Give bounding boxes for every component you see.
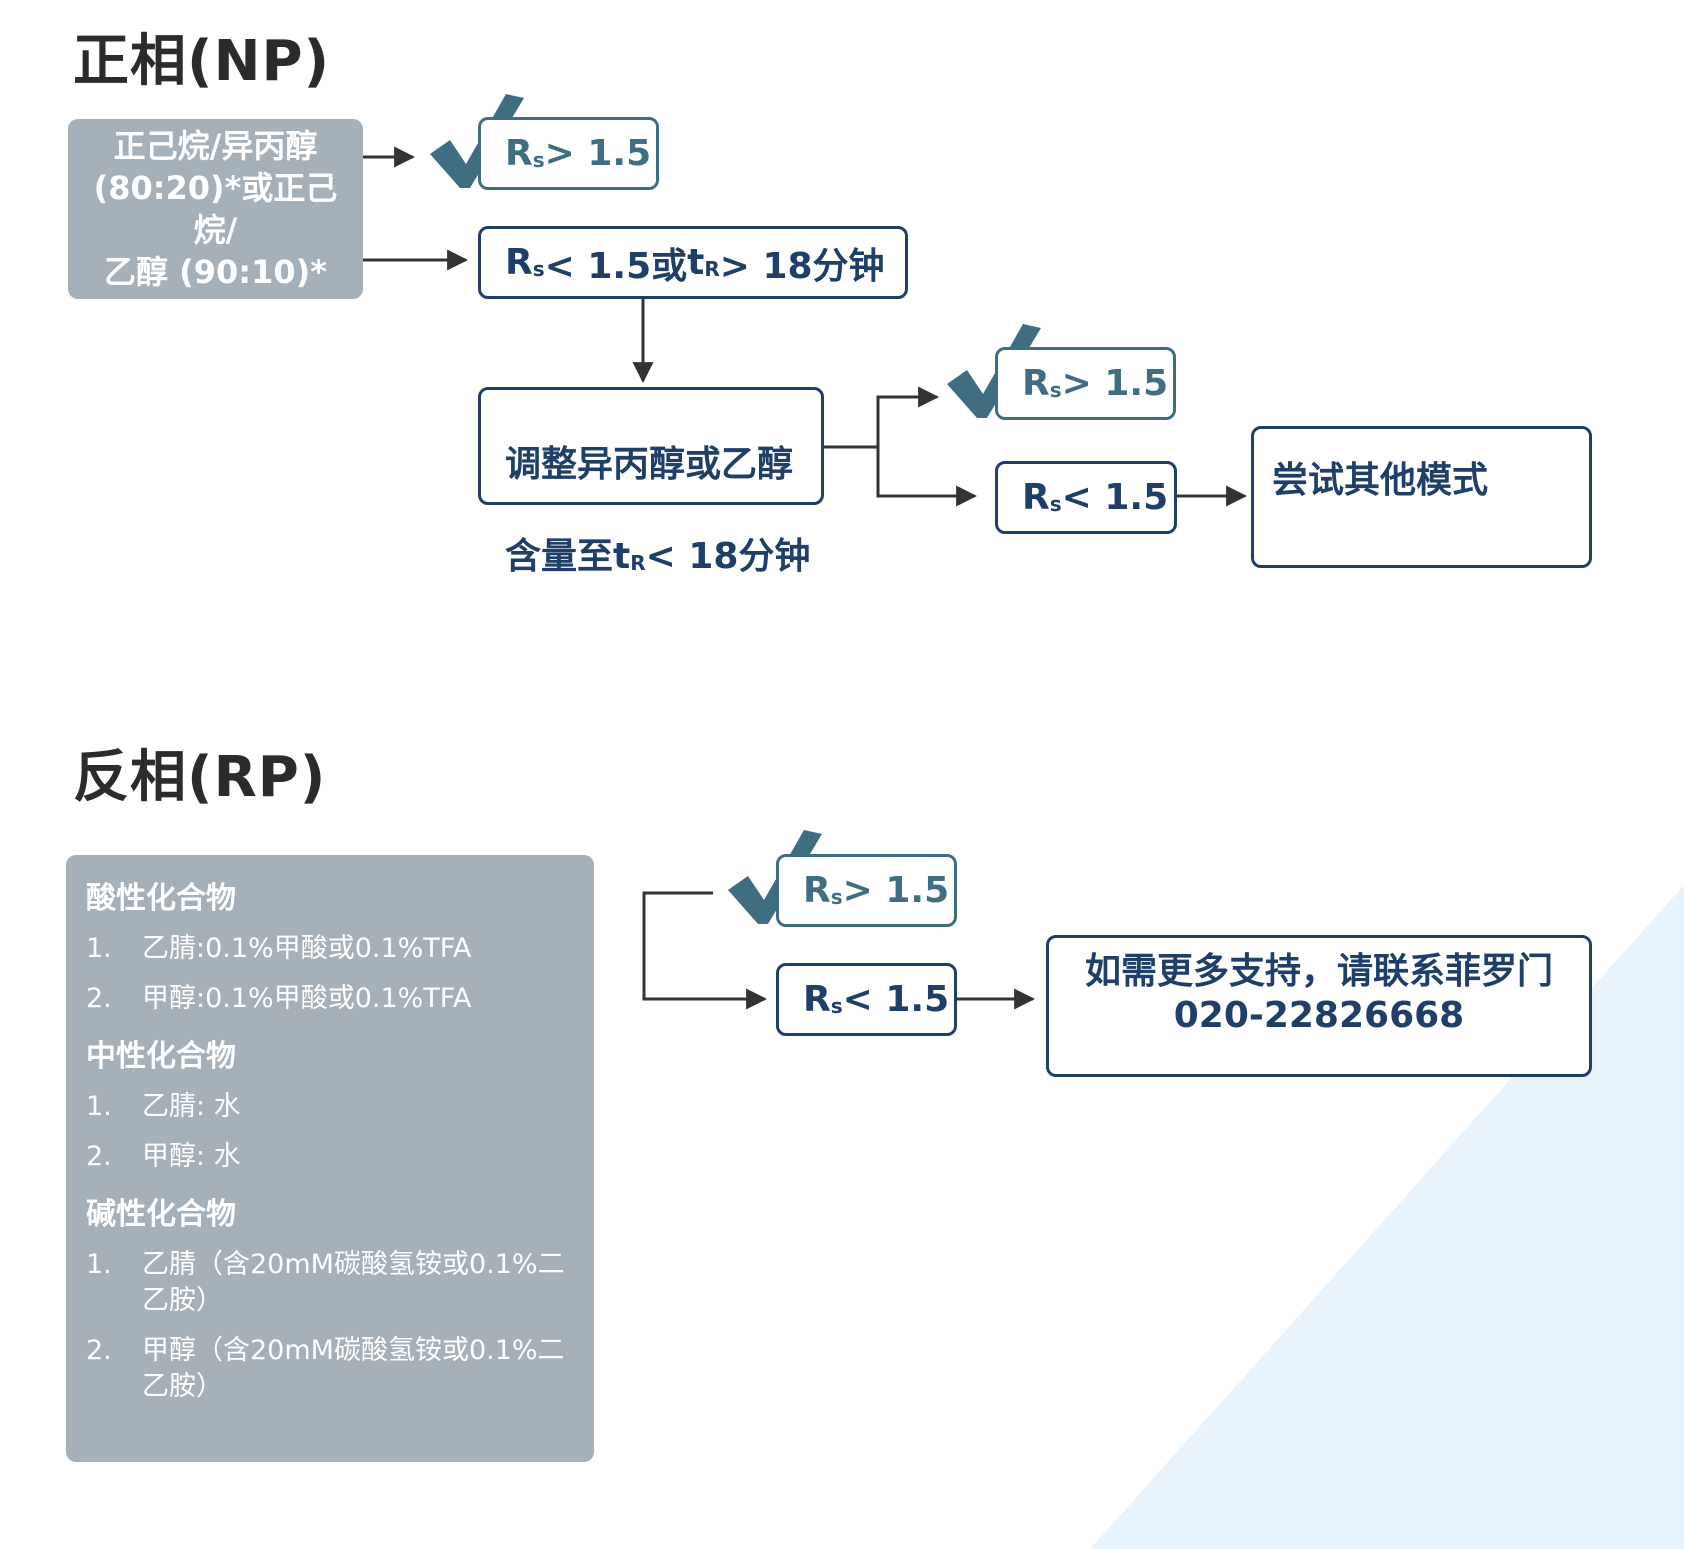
list-text: 乙腈: 水 [142,1091,241,1122]
np-other-mode-box: 尝试其他模式 [1251,426,1592,568]
contact-message: 如需更多支持，请联系菲罗门 [1084,951,1553,992]
list-number: 1. [86,1091,112,1122]
adjust-line2-pre: 含量至 [505,536,614,577]
checkmark-icon [728,830,822,924]
rs-symbol: R [505,133,533,174]
list-text: 甲醇（含20mM碳酸氢铵或0.1%二乙胺） [142,1335,565,1402]
tr-symbol: t [613,536,631,577]
rs-subscript: s [830,884,843,909]
rs-subscript: s [830,993,843,1018]
condition-text-end: > 18分钟 [719,245,885,287]
rp-group-heading: 碱性化合物 [86,1197,236,1232]
rp-solvent-box: 酸性化合物 1. 乙腈:0.1%甲酸或0.1%TFA 2. 甲醇:0.1%甲酸或0.… [66,855,594,1462]
condition-text: < 1.5或 [544,245,688,287]
list-item: 1. 乙腈（含20mM碳酸氢铵或0.1%二乙胺） [86,1247,574,1319]
list-item: 2. 甲醇: 水 [86,1139,574,1175]
condition-text: > 1.5 [1061,363,1169,404]
list-text: 乙腈（含20mM碳酸氢铵或0.1%二乙胺） [142,1249,565,1316]
list-item: 1. 乙腈: 水 [86,1089,574,1125]
np-start-box: 正己烷/异丙醇 (80:20)*或正己 烷/ 乙醇 (90:10)* [68,119,363,299]
contact-phone: 020-22826668 [1173,995,1465,1036]
condition-text: < 1.5 [1061,477,1169,518]
list-number: 1. [86,1249,112,1280]
rs-subscript: s [1049,491,1062,516]
rp-contact-box: 如需更多支持，请联系菲罗门 020-22826668 [1046,935,1592,1077]
condition-text: > 1.5 [842,870,950,911]
tr-subscript: R [630,551,646,575]
np-title: 正相(NP) [73,29,331,94]
tr-symbol: t [687,242,705,283]
list-item: 2. 甲醇（含20mM碳酸氢铵或0.1%二乙胺） [86,1333,574,1405]
rs-symbol: R [803,979,831,1020]
rs-symbol: R [1022,363,1050,404]
rp-title: 反相(RP) [73,745,327,810]
rs-subscript: s [532,256,545,281]
adjust-line1: 调整异丙醇或乙醇 [505,444,794,485]
list-text: 甲醇:0.1%甲酸或0.1%TFA [142,983,472,1014]
condition-text: < 1.5 [842,979,950,1020]
list-number: 2. [86,1141,112,1172]
list-number: 1. [86,933,112,964]
list-text: 甲醇: 水 [142,1141,241,1172]
condition-text: > 1.5 [544,133,652,174]
list-item: 1. 乙腈:0.1%甲酸或0.1%TFA [86,931,574,967]
list-text: 乙腈:0.1%甲酸或0.1%TFA [142,933,472,964]
rp-group-heading: 酸性化合物 [86,881,236,916]
rp-group-heading: 中性化合物 [86,1039,236,1074]
rs-subscript: s [1049,377,1062,402]
rs-subscript: s [532,147,545,172]
tr-subscript: R [704,256,720,281]
rs-symbol: R [1022,477,1050,518]
rs-symbol: R [505,242,533,283]
list-number: 2. [86,983,112,1014]
rs-symbol: R [803,870,831,911]
list-number: 2. [86,1335,112,1366]
adjust-line2-post: < 18分钟 [645,536,811,577]
list-item: 2. 甲醇:0.1%甲酸或0.1%TFA [86,981,574,1017]
